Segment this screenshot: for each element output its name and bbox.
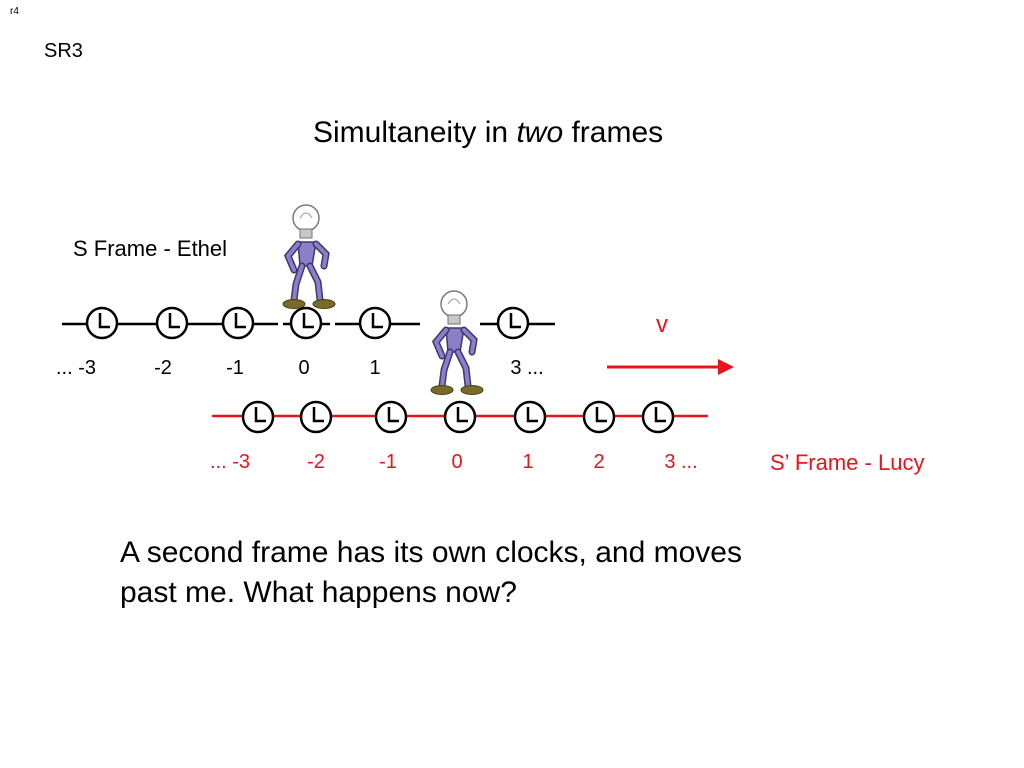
s-tick-label: 1 <box>369 357 381 379</box>
s-prime-tick-label: -2 <box>307 451 325 473</box>
clock-icon <box>241 400 275 434</box>
clock-icon <box>513 400 547 434</box>
slide-title: Simultaneity in two frames <box>313 116 663 150</box>
body-text: A second frame has its own clocks, and m… <box>120 533 742 613</box>
clock-icon <box>358 306 392 340</box>
clock-icon <box>221 306 255 340</box>
s-tick-label: ... -3 <box>55 357 97 379</box>
clock-icon <box>496 306 530 340</box>
slide-id: SR3 <box>44 40 83 62</box>
s-prime-frame-label: S’ Frame - Lucy <box>770 450 925 475</box>
clock-icon <box>582 400 616 434</box>
clock-icon <box>641 400 675 434</box>
s-prime-frame-axis <box>212 400 708 434</box>
title-text-before: Simultaneity in <box>313 116 517 149</box>
ethel-figure <box>283 205 335 309</box>
s-prime-tick-label: 3 ... <box>664 451 698 473</box>
velocity-arrow <box>607 359 734 375</box>
s-prime-tick-label: ... -3 <box>209 451 251 473</box>
s-tick-label: 3 ... <box>510 357 544 379</box>
body-text-line: past me. What happens now? <box>120 576 517 609</box>
velocity-arrowhead-icon <box>718 359 734 375</box>
clock-icon <box>289 306 323 340</box>
clock-icon <box>443 400 477 434</box>
clock-icon <box>299 400 333 434</box>
s-frame-label: S Frame - Ethel <box>73 236 228 261</box>
s-tick-label: 0 <box>298 357 310 379</box>
lucy-figure <box>431 291 483 395</box>
s-tick-label: -1 <box>226 357 244 379</box>
s-prime-tick-label: 2 <box>593 451 605 473</box>
corner-label: r4 <box>10 6 19 17</box>
s-prime-tick-label: 1 <box>522 451 534 473</box>
velocity-label: v <box>656 311 668 338</box>
s-prime-tick-label: 0 <box>451 451 463 473</box>
clock-icon <box>374 400 408 434</box>
s-frame-axis <box>62 306 555 340</box>
body-text-line: A second frame has its own clocks, and m… <box>120 536 742 569</box>
s-prime-tick-label: -1 <box>379 451 397 473</box>
title-text-emphasis: two <box>516 116 564 149</box>
s-tick-label: -2 <box>154 357 172 379</box>
clock-icon <box>155 306 189 340</box>
clock-icon <box>85 306 119 340</box>
title-text-after: frames <box>563 116 664 149</box>
